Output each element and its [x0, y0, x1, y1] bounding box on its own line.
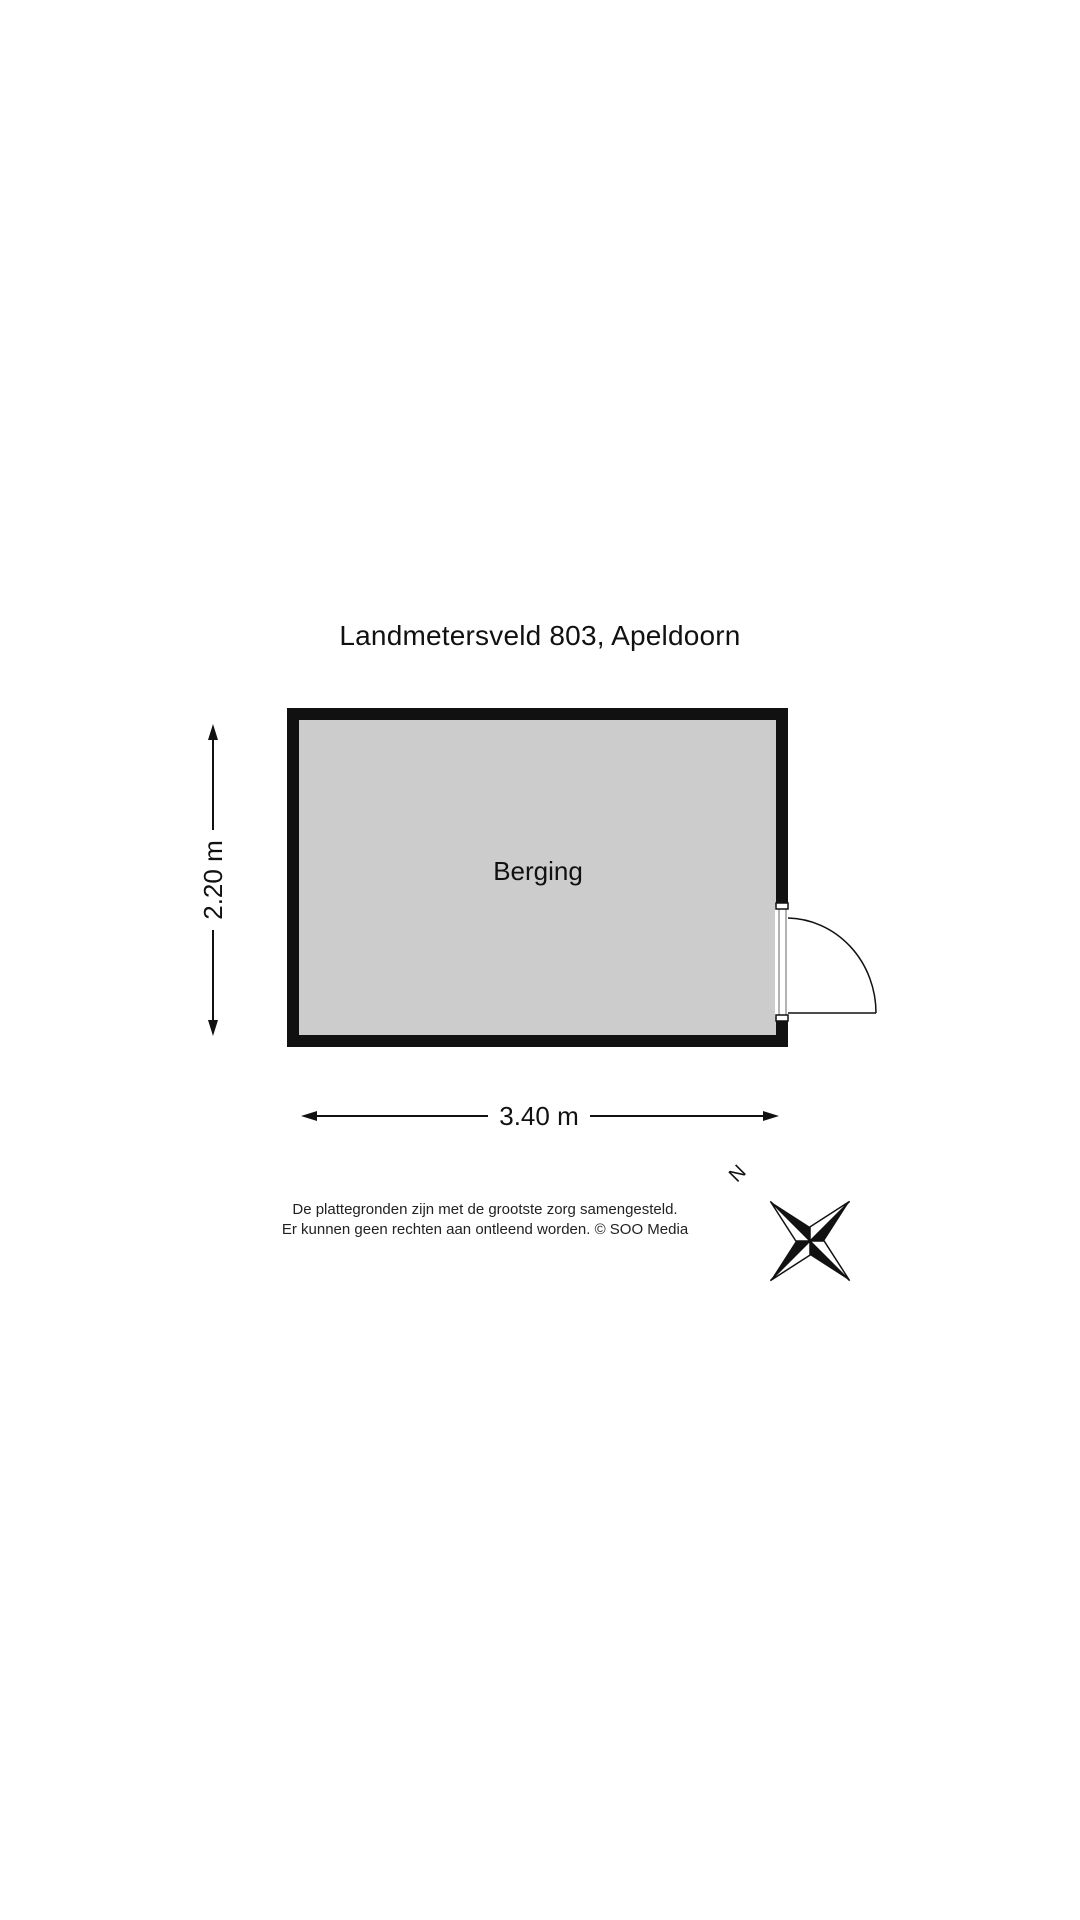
door-opening: [775, 907, 789, 1017]
height-label: 2.20 m: [198, 840, 228, 920]
room-floor: [299, 720, 776, 1035]
width-label: 3.40 m: [499, 1101, 579, 1131]
disclaimer: De plattegronden zijn met de grootste zo…: [230, 1200, 740, 1240]
width-dimension: 3.40 m: [301, 1101, 779, 1131]
plan-title: Landmetersveld 803, Apeldoorn: [339, 620, 741, 651]
room-label: Berging: [493, 856, 583, 886]
disclaimer-line-2: Er kunnen geen rechten aan ontleend word…: [281, 1221, 689, 1238]
door-swing-arc: [787, 917, 877, 1014]
compass-rose: [769, 1200, 851, 1282]
height-dimension: 2.20 m: [198, 724, 228, 1036]
disclaimer-line-1: De plattegronden zijn met de grootste zo…: [292, 1201, 678, 1218]
compass-north-label: N: [725, 1161, 751, 1187]
